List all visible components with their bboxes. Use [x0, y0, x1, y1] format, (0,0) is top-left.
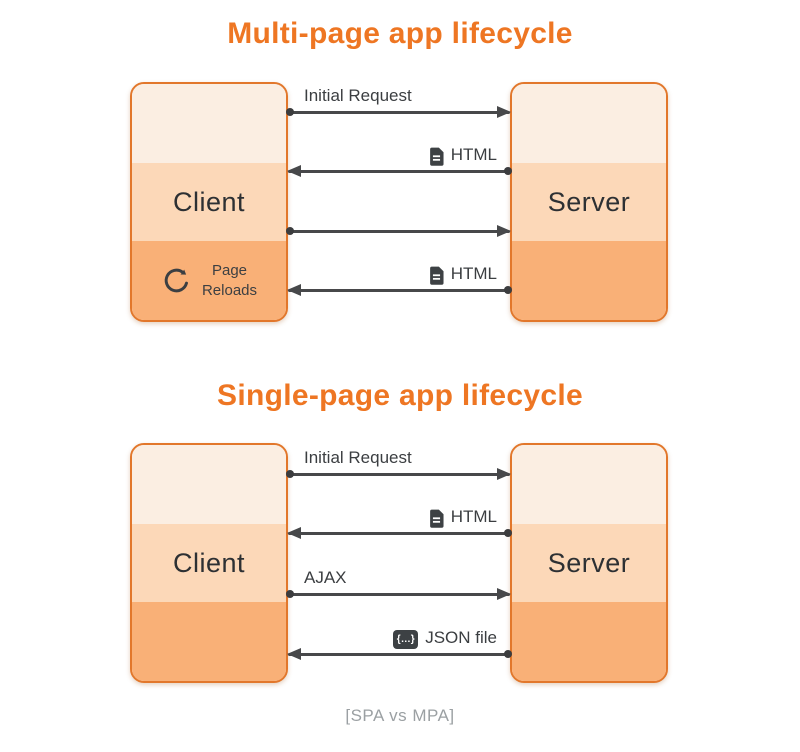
- arrow-origin-dot: [286, 108, 294, 117]
- arrowhead-left-icon: [287, 527, 301, 540]
- arrow-label: HTML: [288, 505, 510, 529]
- spa-arrow-initial-request: Initial Request: [286, 446, 511, 481]
- arrow-label-text: HTML: [450, 145, 497, 164]
- html-file-icon: [429, 266, 444, 285]
- spa-server-box: Server: [510, 443, 668, 683]
- spa-arrow-html-response: HTML: [287, 505, 512, 540]
- arrow-origin-dot: [504, 286, 512, 295]
- arrow-line: [286, 468, 511, 481]
- spa-title: Single-page app lifecycle: [217, 379, 583, 412]
- arrow-origin-dot: [286, 590, 294, 599]
- page-reloads-label: Page Reloads: [201, 262, 258, 299]
- arrow-label: AJAX: [288, 566, 510, 590]
- mpa-arrow-initial-request: Initial Request: [286, 84, 511, 119]
- arrowhead-right-icon: [497, 106, 511, 119]
- mpa-server-band-top: [512, 84, 666, 163]
- arrow-origin-dot: [504, 650, 512, 659]
- mpa-client-band-bottom: Page Reloads: [132, 241, 286, 320]
- arrowhead-left-icon: [287, 165, 301, 178]
- arrow-origin-dot: [286, 470, 294, 479]
- arrow-line: [287, 648, 512, 661]
- page-reload-icon: [161, 265, 192, 296]
- arrow-origin-dot: [286, 227, 294, 236]
- arrow-label-text: Initial Request: [304, 448, 412, 467]
- mpa-client-band-top: [132, 84, 286, 163]
- arrow-label-text: JSON file: [425, 628, 497, 647]
- mpa-server-box: Server: [510, 82, 668, 322]
- arrow-origin-dot: [504, 167, 512, 176]
- spa-client-band-top: [132, 445, 286, 524]
- spa-arrow-ajax: AJAX: [286, 566, 511, 601]
- arrow-label: Initial Request: [288, 446, 510, 470]
- arrow-line: [286, 225, 511, 238]
- html-file-icon: [429, 509, 444, 528]
- arrow-line: [286, 588, 511, 601]
- spa-client-box: Client: [130, 443, 288, 683]
- mpa-server-band-bottom: [512, 241, 666, 320]
- arrow-label-text: Initial Request: [304, 86, 412, 105]
- mpa-title: Multi-page app lifecycle: [227, 17, 573, 50]
- spa-client-band-bottom: [132, 602, 286, 681]
- mpa-arrow-html-response-2: HTML: [287, 262, 512, 297]
- spa-arrow-json-response: {…} JSON file: [287, 626, 512, 661]
- arrow-label: Initial Request: [288, 84, 510, 108]
- footer-caption: [SPA vs MPA]: [345, 706, 455, 725]
- arrow-label-text: HTML: [450, 507, 497, 526]
- arrow-line: [287, 165, 512, 178]
- spa-server-band-top: [512, 445, 666, 524]
- mpa-server-label: Server: [512, 162, 666, 242]
- json-file-icon: {…}: [393, 629, 419, 649]
- spa-server-band-bottom: [512, 602, 666, 681]
- arrowhead-right-icon: [497, 588, 511, 601]
- arrow-line: [287, 284, 512, 297]
- arrow-origin-dot: [504, 529, 512, 538]
- arrow-line: [286, 106, 511, 119]
- json-icon-glyph: {…}: [396, 633, 415, 645]
- arrowhead-left-icon: [287, 284, 301, 297]
- mpa-client-label: Client: [132, 162, 286, 242]
- mpa-arrow-html-response-1: HTML: [287, 143, 512, 178]
- arrow-label: HTML: [288, 143, 510, 167]
- arrowhead-right-icon: [497, 225, 511, 238]
- arrow-label-text: AJAX: [304, 568, 347, 587]
- arrowhead-right-icon: [497, 468, 511, 481]
- spa-server-label: Server: [512, 523, 666, 603]
- mpa-client-box: Client Page Reloads: [130, 82, 288, 322]
- html-file-icon: [429, 147, 444, 166]
- arrow-line: [287, 527, 512, 540]
- spa-client-label: Client: [132, 523, 286, 603]
- arrow-label: {…} JSON file: [288, 626, 510, 650]
- arrow-label: HTML: [288, 262, 510, 286]
- arrowhead-left-icon: [287, 648, 301, 661]
- mpa-arrow-request-2: [286, 203, 511, 238]
- arrow-label-text: HTML: [450, 264, 497, 283]
